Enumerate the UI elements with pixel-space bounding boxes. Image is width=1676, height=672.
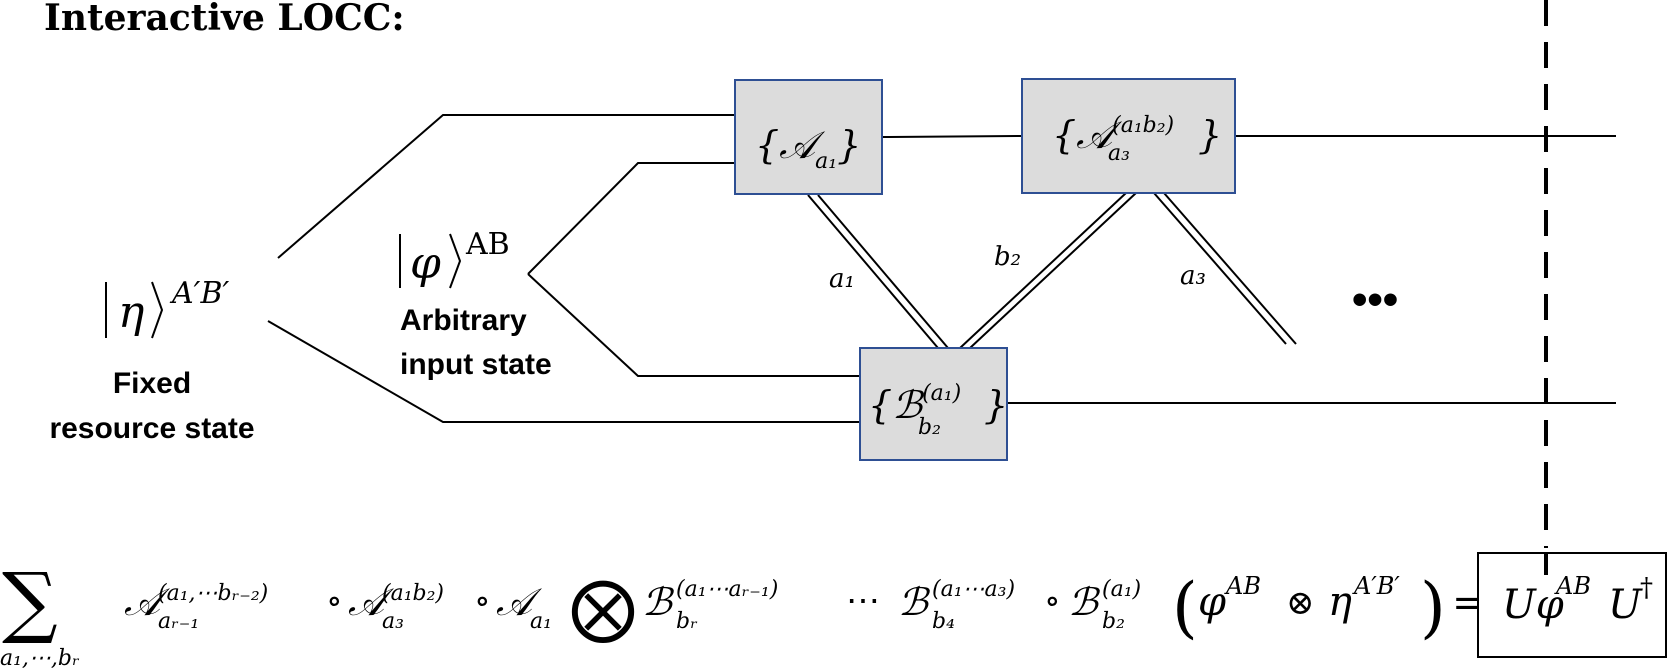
eq-result: Uφ <box>1502 582 1564 628</box>
wire-resource-a <box>277 114 735 259</box>
wire-input-b <box>527 273 860 377</box>
resource-superscript: A′B′ <box>169 276 230 311</box>
eq-op1: ∘ <box>326 581 343 621</box>
label-a1: a₁ <box>829 264 855 294</box>
classical-wires <box>807 192 1297 349</box>
quantum-wires <box>267 114 1616 423</box>
eq-dots: ⋯ <box>846 581 880 621</box>
eq-t4: ℬ <box>642 580 675 624</box>
resource-state: η A′B′ Fixed resource state <box>49 276 254 445</box>
eq-lparen: ( <box>1172 569 1198 646</box>
box-B2-rect <box>859 347 1008 461</box>
box-A1: {𝒜a₁} <box>734 79 883 195</box>
eq-phi: φ <box>1198 579 1226 625</box>
classical-wire-a3-1 <box>1153 192 1287 345</box>
box-A3-sub: a₃ <box>1108 141 1130 166</box>
eq-sum-index: a₁,⋯,bᵣ <box>0 646 80 671</box>
eq-t3-sub: a₁ <box>530 609 552 634</box>
eq-t1-sub: aᵣ₋₁ <box>158 609 199 634</box>
eq-result-u: U <box>1608 582 1643 628</box>
box-B2-close: } <box>984 383 1008 427</box>
wire-a1-to-a3 <box>881 135 1023 138</box>
eq-rparen: ) <box>1420 569 1446 646</box>
equation: ∑ a₁,⋯,bᵣ 𝒜 (a₁,⋯bᵣ₋₂) aᵣ₋₁ ∘ 𝒜 (a₁b₂) a… <box>0 552 1667 671</box>
box-B2-label: {ℬ(a₁) <box>868 381 961 427</box>
box-B2: {ℬ(a₁) b₂ } <box>859 347 1008 461</box>
eq-sum: ∑ <box>2 557 58 647</box>
classical-wire-b2-1 <box>959 192 1127 349</box>
box-B2-sub: b₂ <box>918 415 941 440</box>
input-ket-symbol: φ <box>410 238 441 289</box>
eq-t5: ℬ <box>898 580 931 624</box>
eq-t2-sup: (a₁b₂) <box>382 581 444 606</box>
eq-t6: ℬ <box>1068 580 1101 624</box>
eq-t5-sub: b₄ <box>932 609 955 634</box>
resource-caption-1: Fixed <box>113 367 191 400</box>
input-state: φ AB Arbitrary input state <box>399 227 552 381</box>
eq-t1-sup: (a₁,⋯bᵣ₋₂) <box>158 581 268 606</box>
eq-result-box <box>1477 552 1667 658</box>
classical-wire-a1-1 <box>807 194 939 349</box>
eq-op2: ∘ <box>474 581 491 621</box>
input-caption-2: input state <box>400 348 552 381</box>
eq-tensor: ⨂ <box>570 569 636 646</box>
ket-angle-phi <box>449 233 462 289</box>
input-superscript: AB <box>465 227 510 262</box>
box-A1-label: {𝒜a₁} <box>755 123 861 174</box>
wire-input-a <box>527 162 735 275</box>
eq-t5-sup: (a₁⋯a₃) <box>932 577 1015 602</box>
resource-ket-symbol: η <box>118 287 144 338</box>
classical-wire-a3-2 <box>1163 192 1297 345</box>
input-caption-1: Arbitrary <box>400 304 527 337</box>
box-A3-close: } <box>1198 113 1222 157</box>
label-b2: b₂ <box>994 242 1021 272</box>
label-a3: a₃ <box>1180 261 1206 291</box>
ket-angle-eta <box>151 281 164 339</box>
box-A3-label: {𝒜(a₁b₂) <box>1052 113 1174 157</box>
eq-t6-sub: b₂ <box>1102 609 1125 634</box>
eq-eta: η <box>1328 579 1352 625</box>
eq-eta-sup: A′B′ <box>1352 572 1400 600</box>
page-title: Interactive LOCC: <box>44 0 405 39</box>
eq-result-dagger: † <box>1640 573 1653 603</box>
ellipsis: ••• <box>1352 275 1398 324</box>
wire-resource-b <box>267 320 860 423</box>
eq-result-sup: AB <box>1554 572 1591 600</box>
eq-t4-sup: (a₁⋯aᵣ₋₁) <box>676 577 778 602</box>
eq-otimes: ⊗ <box>1286 583 1315 623</box>
eq-t4-sub: bᵣ <box>676 609 698 634</box>
box-A3: {𝒜(a₁b₂) a₃ } <box>1021 78 1236 194</box>
eq-t2-sub: a₃ <box>382 609 404 634</box>
box-A3-rect <box>1021 78 1236 194</box>
box-A1-rect <box>734 79 883 195</box>
eq-op3: ∘ <box>1044 581 1061 621</box>
classical-wire-a1-2 <box>817 194 949 349</box>
eq-t6-sup: (a₁) <box>1102 577 1141 602</box>
classical-wire-b2-2 <box>969 192 1137 349</box>
resource-caption-2: resource state <box>49 412 254 445</box>
eq-phi-sup: AB <box>1224 572 1261 600</box>
